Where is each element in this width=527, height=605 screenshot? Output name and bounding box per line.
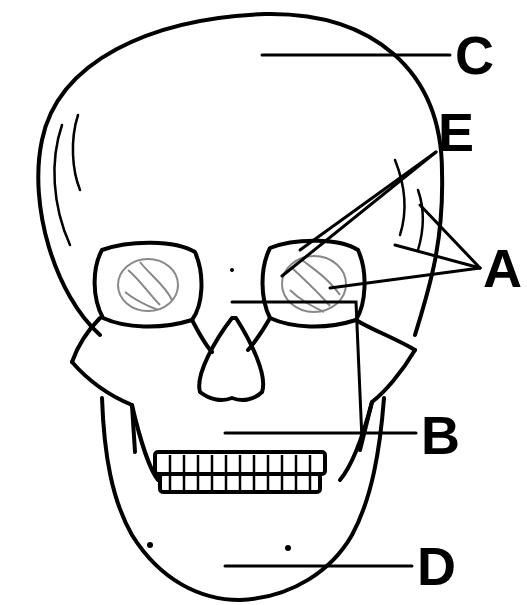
leader-line	[282, 152, 436, 276]
callout-letter: D	[417, 539, 456, 593]
nasal-opening	[199, 318, 263, 400]
nasion-dot	[230, 268, 234, 272]
leader-line	[225, 432, 416, 435]
mental-foramen	[147, 542, 153, 548]
leader-lines	[225, 55, 480, 566]
mandible-ramus	[132, 402, 372, 480]
cheekbone	[72, 318, 415, 362]
leader-line	[262, 54, 450, 57]
callout-letter: B	[421, 408, 460, 462]
temporal-line	[54, 115, 80, 245]
callout-letter: A	[483, 241, 522, 295]
teeth-lines	[170, 455, 310, 490]
callout-letter: C	[455, 28, 494, 82]
callout-letter: E	[438, 105, 474, 159]
eye-hatching	[118, 256, 346, 312]
leader-line	[232, 302, 362, 440]
mandible-outline	[102, 398, 384, 600]
eye-socket	[263, 241, 365, 327]
eye-socket	[95, 243, 202, 327]
leader-line	[225, 565, 412, 568]
leader-line	[395, 245, 480, 268]
mental-foramen	[285, 545, 291, 551]
leader-line	[330, 268, 480, 288]
cranium-outline	[38, 14, 442, 335]
